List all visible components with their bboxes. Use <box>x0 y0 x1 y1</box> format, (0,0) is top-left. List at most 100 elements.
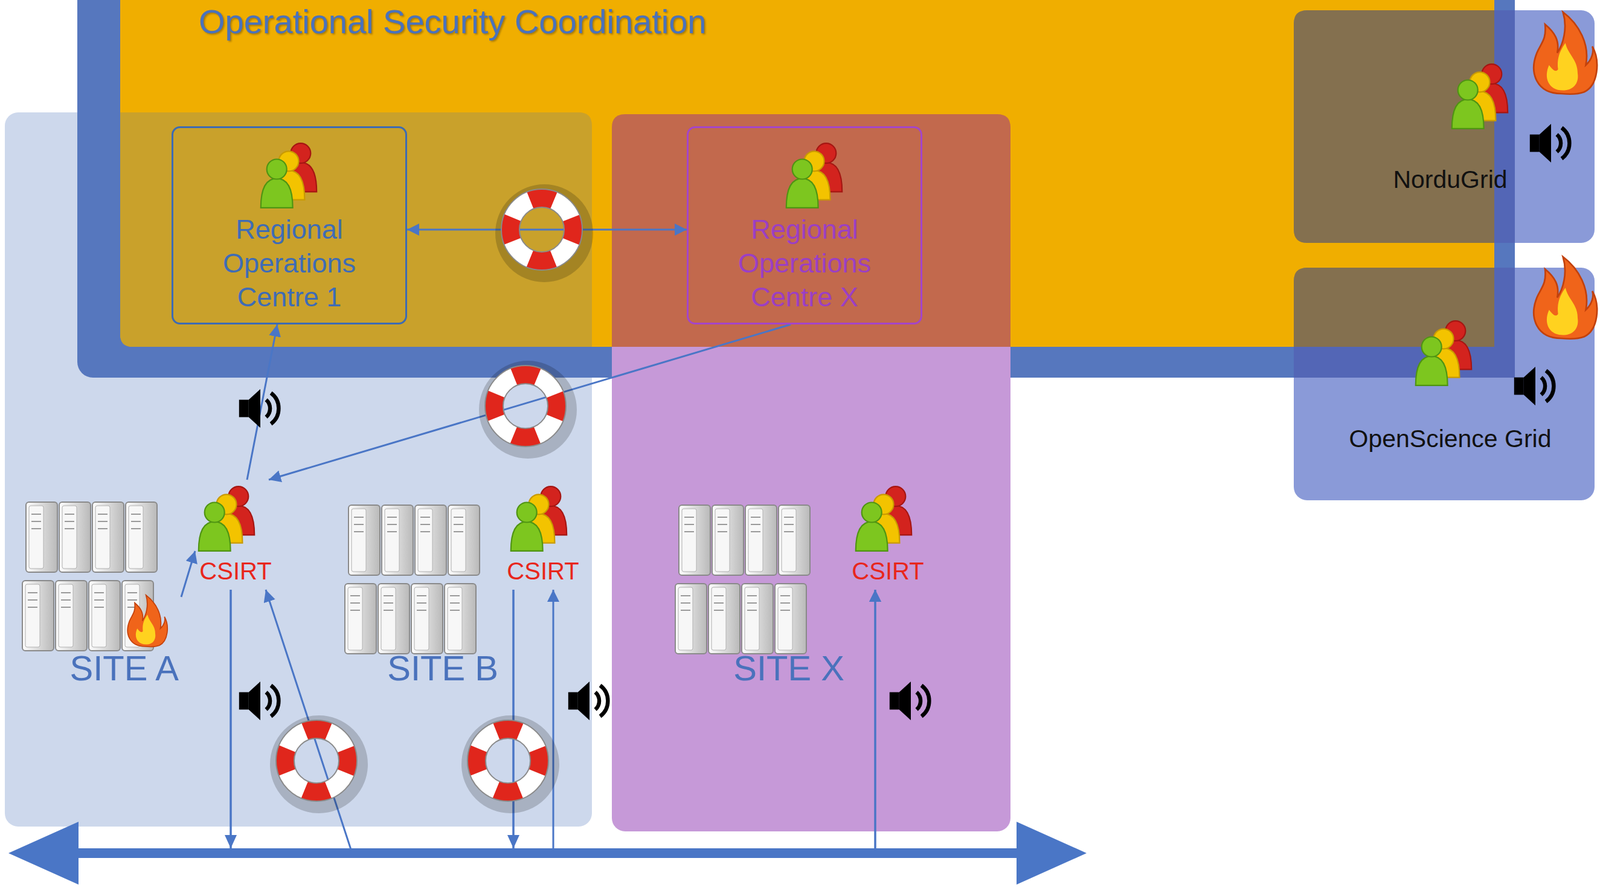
server-slot <box>449 594 460 597</box>
server-slot <box>449 602 460 604</box>
lifebuoy-edge <box>467 719 549 801</box>
server-slot <box>387 523 397 525</box>
speaker-body <box>1514 377 1524 396</box>
figure-head <box>1458 80 1478 101</box>
operations-centre-box: Regional Operations Centre X <box>686 126 923 325</box>
sound-wave <box>595 692 600 710</box>
lifebuoy-band <box>476 729 540 792</box>
sound-wave <box>266 399 271 418</box>
server-tower <box>411 583 443 654</box>
server-slot <box>61 599 71 601</box>
server-slot <box>94 591 104 594</box>
operations-centre-box: Regional Operations Centre 1 <box>171 126 408 325</box>
server-slot <box>350 594 360 597</box>
server-slot <box>453 516 464 518</box>
server-front <box>95 505 110 569</box>
server-slot <box>416 602 427 604</box>
speaker-icon <box>239 388 280 428</box>
server-front <box>711 587 727 650</box>
server-slot <box>747 602 757 604</box>
server-slot <box>713 602 724 604</box>
server-slot <box>64 513 75 515</box>
server-front <box>744 587 760 650</box>
server-slot <box>131 520 141 522</box>
server-tower <box>778 504 810 576</box>
server-slot <box>783 516 794 518</box>
people-icon <box>260 143 317 208</box>
server-rack <box>344 504 480 654</box>
server-slot <box>350 609 360 611</box>
connector <box>513 589 876 853</box>
server-slot <box>61 606 71 608</box>
server-slot <box>420 516 431 518</box>
server-slot <box>750 530 761 533</box>
server-case <box>712 504 744 576</box>
lifebuoy-band <box>285 729 348 792</box>
connector <box>247 324 278 480</box>
node-label: Regional Operations Centre X <box>700 212 909 315</box>
coordination-band: Operational Security CoordinationRegiona… <box>120 0 1495 347</box>
people-icon <box>510 486 567 551</box>
speaker-icon <box>1529 123 1570 163</box>
server-slot <box>387 516 397 518</box>
server-slot <box>416 594 427 597</box>
grid-overlap <box>1293 10 1495 243</box>
server-front <box>62 505 77 569</box>
server-case <box>378 583 410 654</box>
server-slot <box>453 530 464 533</box>
speaker-body <box>889 692 900 710</box>
server-slot <box>780 602 791 604</box>
server-slot <box>383 602 394 604</box>
node-label: CSIRT <box>504 556 582 585</box>
speaker-cone <box>1539 123 1552 163</box>
sound-wave <box>1541 377 1546 396</box>
csirt-team: CSIRT <box>502 479 584 590</box>
sound-wave <box>266 692 271 710</box>
sound-wave <box>271 392 280 424</box>
server-front <box>781 508 797 572</box>
sound-wave <box>916 692 922 710</box>
node-label: SITE B <box>343 648 499 689</box>
speaker-body <box>239 692 249 710</box>
server-case <box>414 504 447 576</box>
server-slot <box>350 602 360 604</box>
server-slot <box>717 523 728 525</box>
server-tower <box>774 583 807 654</box>
server-case <box>411 583 443 654</box>
lifebuoy-edge <box>519 207 565 252</box>
server-slot <box>387 530 397 533</box>
node-label: SITE X <box>672 648 845 689</box>
lifebuoy-band <box>494 374 557 438</box>
server-front <box>347 587 363 650</box>
server-case <box>55 580 87 651</box>
speaker-body <box>1529 134 1540 153</box>
site-box: SITE A <box>18 498 182 692</box>
server-front <box>351 508 367 572</box>
server-slot <box>416 609 427 611</box>
server-slot <box>97 527 108 530</box>
server-case <box>774 583 807 654</box>
server-slot <box>747 594 757 597</box>
server-slot <box>680 609 691 611</box>
sound-wave <box>271 684 280 716</box>
sound-wave <box>1546 370 1555 402</box>
flame-outer <box>127 594 168 647</box>
people-icon <box>855 486 912 551</box>
server-slot <box>353 523 364 525</box>
node-label: OpenScience Grid <box>1305 424 1595 454</box>
speaker-icon <box>568 681 609 720</box>
server-slot <box>783 530 794 533</box>
lifebuoy-edge <box>501 189 583 270</box>
csirt-team: CSIRT <box>847 479 929 590</box>
server-slot <box>353 530 364 533</box>
bus-arrowhead <box>224 834 237 849</box>
lifebuoy-icon <box>467 719 551 804</box>
node-label: NorduGrid <box>1305 165 1595 194</box>
speaker-cone <box>248 388 261 428</box>
server-tower <box>745 504 777 576</box>
server-tower <box>444 583 476 654</box>
server-slot <box>127 599 138 601</box>
coordination-panel <box>120 0 1495 347</box>
